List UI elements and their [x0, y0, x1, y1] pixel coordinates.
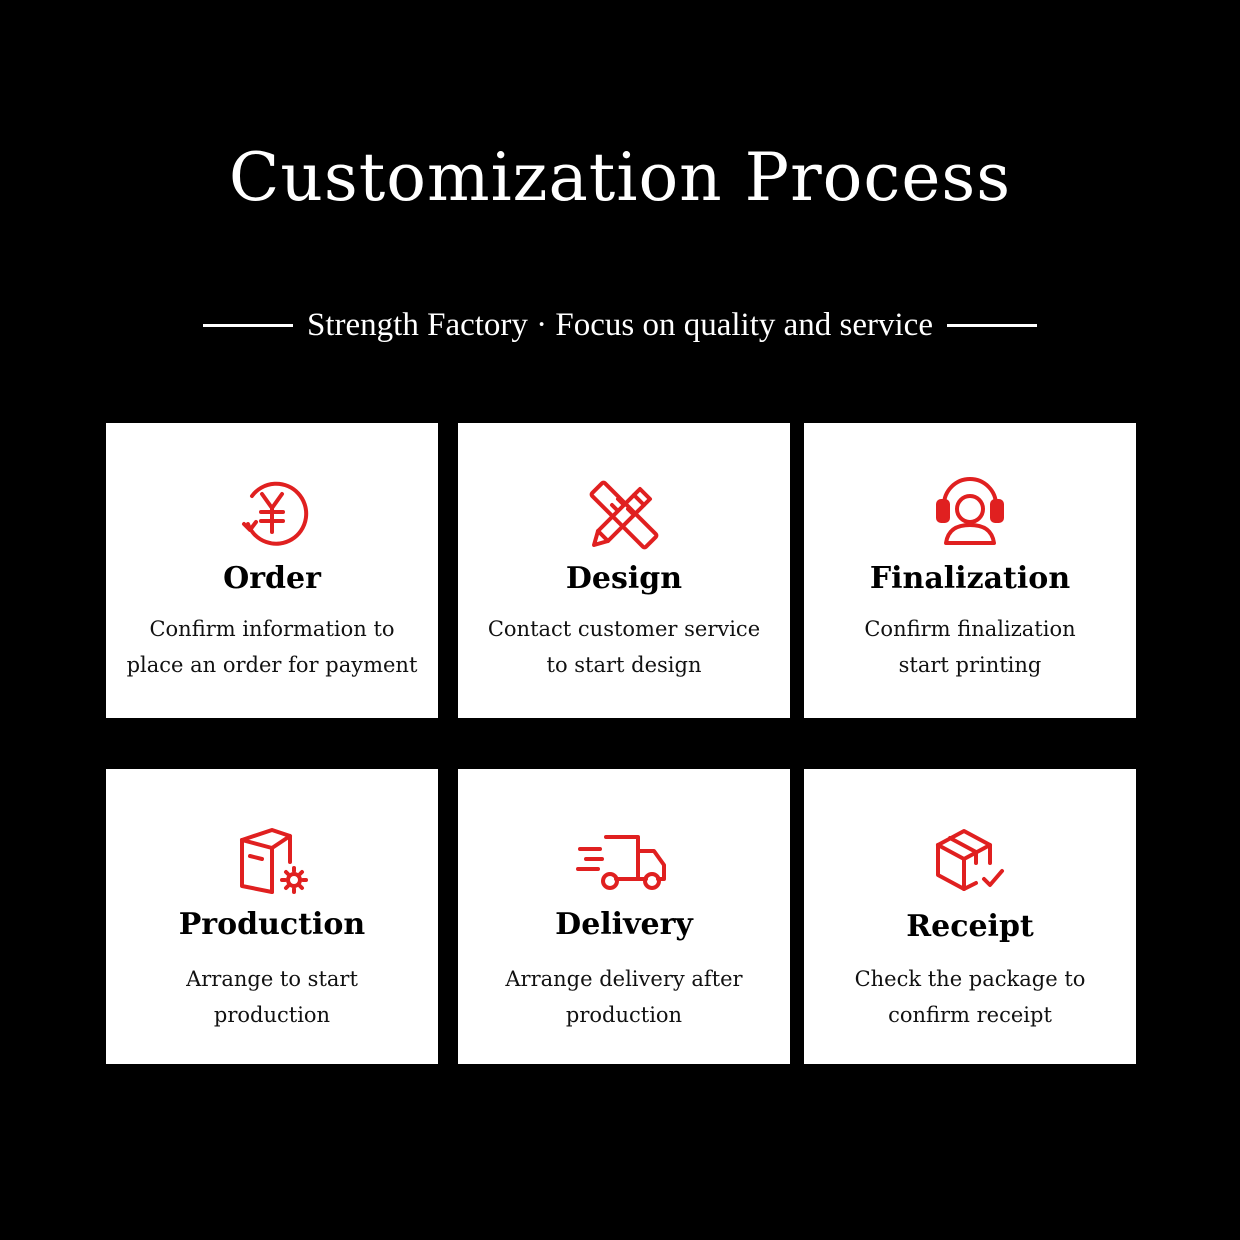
step-card-finalization: Finalization Confirm finalization start … [804, 423, 1136, 718]
step-card-production: Production Arrange to start production [106, 769, 438, 1064]
step-description: Confirm finalization start printing [864, 617, 1076, 677]
subtitle-row: Strength Factory · Focus on quality and … [0, 302, 1240, 348]
step-card-order: Order Confirm information to place an or… [106, 423, 438, 718]
step-description: Arrange delivery after production [505, 967, 743, 1027]
step-description: Confirm information to place an order fo… [126, 617, 418, 677]
left-divider [203, 323, 294, 327]
step-card-receipt: Receipt Check the package to confirm rec… [804, 769, 1136, 1064]
page-title: Customization Process [228, 139, 1012, 216]
step-title: Order [223, 561, 321, 596]
step-description: Contact customer service to start design [487, 617, 761, 677]
step-title: Design [565, 561, 683, 596]
step-title: Receipt [906, 909, 1034, 944]
box-gear-icon [106, 822, 438, 902]
headset-agent-icon [804, 471, 1136, 551]
step-title: Delivery [555, 907, 693, 942]
page-subtitle: Strength Factory · Focus on quality and … [307, 307, 933, 343]
step-card-delivery: Delivery Arrange delivery after producti… [458, 769, 790, 1064]
right-divider [946, 323, 1037, 327]
box-check-icon [804, 823, 1136, 903]
step-card-design: Design Contact customer service to start… [458, 423, 790, 718]
yen-circle-icon [106, 472, 438, 552]
step-title: Finalization [869, 561, 1071, 596]
pencil-ruler-icon [458, 475, 790, 555]
step-title: Production [178, 907, 366, 942]
step-description: Check the package to confirm receipt [854, 967, 1086, 1027]
delivery-truck-icon [458, 823, 790, 903]
step-description: Arrange to start production [186, 967, 358, 1027]
